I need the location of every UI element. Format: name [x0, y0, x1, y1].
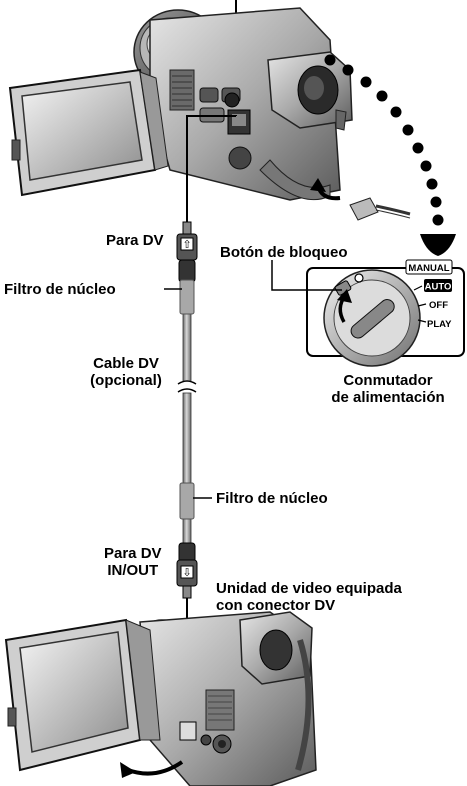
arrow-up-icon: ⇧ [182, 238, 191, 251]
label-power-switch: Conmutador de alimentación [330, 372, 446, 406]
label-core-filter-bottom: Filtro de núcleo [216, 490, 328, 507]
switch-position-manual [405, 259, 453, 275]
label-to-dv-inout-line2: IN/OUT [107, 562, 159, 579]
label-video-unit: Unidad de video equipada con conector DV [216, 580, 402, 614]
dotted-arc-to-switch [324, 54, 456, 256]
label-lock-button: Botón de bloqueo [220, 244, 348, 261]
switch-label-manual: MANUAL [408, 263, 449, 274]
switch-label-auto: AUTO [425, 282, 452, 293]
core-filter-top [179, 279, 195, 315]
lock-button-pointer [271, 260, 342, 291]
core-filter-bottom [179, 482, 195, 520]
label-power-switch-line2: de alimentación [331, 389, 445, 406]
label-power-switch-line1: Conmutador [343, 372, 433, 389]
arrow-down-icon: ⇩ [182, 566, 191, 579]
dv-cable: ⇧ ⇩ [164, 115, 237, 722]
label-core-filter-top: Filtro de núcleo [4, 281, 116, 298]
switch-position-auto [424, 279, 452, 292]
label-dv-cable-name: Cable DV [93, 355, 159, 372]
label-dv-cable: Cable DV (opcional) [76, 355, 176, 389]
camcorder-bottom-illustration [4, 611, 317, 786]
switch-label-off: OFF [429, 300, 448, 311]
camcorder-top-illustration [8, 0, 411, 221]
label-to-dv-inout-line1: Para DV [104, 545, 162, 562]
label-dv-cable-optional: (opcional) [90, 372, 162, 389]
label-video-unit-line1: Unidad de video equipada [216, 580, 402, 597]
label-to-dv-inout: Para DV IN/OUT [104, 545, 162, 579]
label-video-unit-line2: con conector DV [216, 597, 336, 614]
label-to-dv: Para DV [106, 232, 164, 249]
power-switch-panel: MANUAL AUTO OFF PLAY [306, 259, 465, 367]
switch-label-play: PLAY [427, 319, 452, 330]
